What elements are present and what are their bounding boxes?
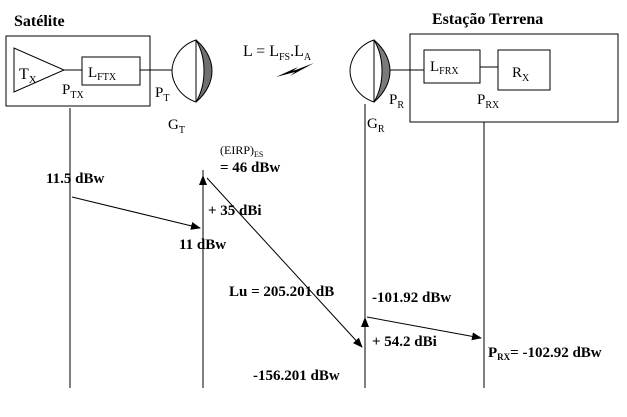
link-equation: L = LFS.LA [243, 43, 312, 63]
transmitter-amplifier-icon [13, 47, 66, 93]
pr-to-prx-arrow [366, 316, 482, 341]
satellite-dish-feed-icon [195, 39, 213, 103]
rx-at-antenna-value: -156.201 dBw [253, 368, 340, 384]
gr-label: GR [367, 116, 385, 135]
lftx-label: LFTX [88, 65, 117, 83]
after-loss-value: 11 dBw [179, 237, 226, 253]
earth-station-title: Estação Terrena [432, 11, 543, 28]
lfrx-label: LFRX [430, 59, 459, 77]
ptx-label: PTX [62, 82, 84, 101]
earth-dish-feed-icon [373, 39, 391, 103]
path-loss-arrow [206, 177, 363, 348]
tx-label: TX [19, 66, 37, 86]
rx-label: RX [512, 65, 530, 84]
prx-label: PRX [477, 92, 500, 111]
prx-value: PRX= -102.92 dBw [488, 345, 602, 362]
antenna-gain-rx-value: + 54.2 dBi [372, 334, 437, 350]
eirp-value: = 46 dBw [220, 160, 280, 176]
rx-box [497, 49, 551, 91]
pt-label: PT [155, 85, 169, 104]
antenna-gain-tx-value: + 35 dBi [208, 203, 262, 219]
satellite-box [5, 35, 151, 107]
lightning-bolt-icon [276, 63, 314, 77]
satellite-title: Satélite [14, 13, 65, 30]
earth-station-box [409, 33, 619, 123]
lftx-box [81, 56, 141, 86]
ptx-to-pt-arrow [71, 196, 201, 230]
path-loss-value: Lu = 205.201 dB [229, 284, 334, 300]
earth-dish-reflector-icon [349, 39, 375, 103]
pr-label: PR [389, 92, 404, 111]
eirp-label: (EIRP)ES [220, 143, 263, 159]
gt-label: GT [168, 117, 185, 136]
satellite-dish-reflector-icon [171, 39, 197, 103]
after-gain-value: -101.92 dBw [372, 290, 451, 306]
tx-power-value: 11.5 dBw [46, 171, 105, 187]
